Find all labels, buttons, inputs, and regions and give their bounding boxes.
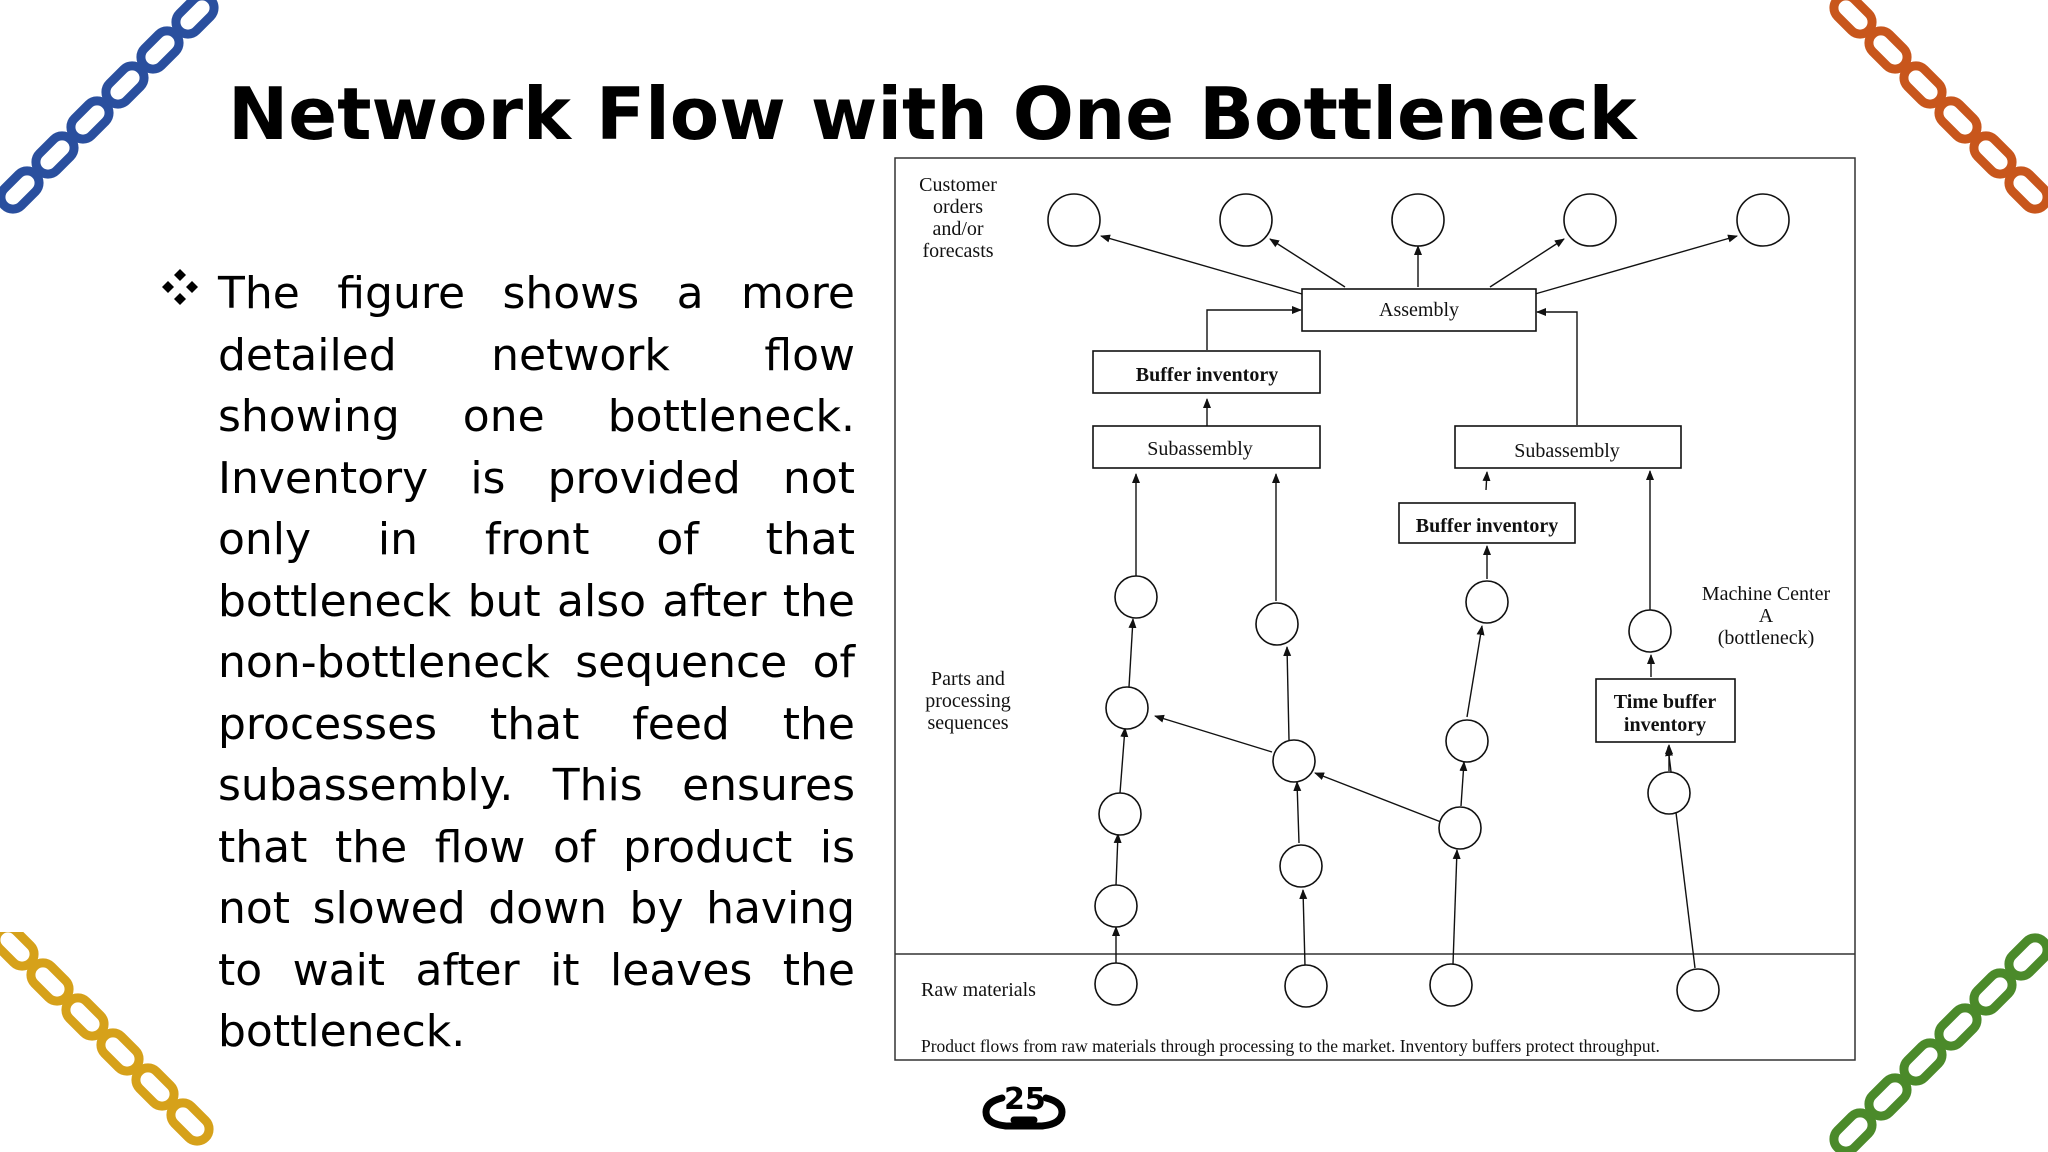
chain-decoration-bottom-right bbox=[1829, 933, 2048, 1152]
raw-material-node bbox=[1676, 968, 1720, 1012]
customer-order-node bbox=[1219, 193, 1273, 247]
slide-title: Network Flow with One Bottleneck bbox=[228, 72, 1637, 156]
buffer-inventory-right-box bbox=[1398, 502, 1576, 544]
customer-label-line: and/or bbox=[932, 218, 983, 240]
raw-material-node bbox=[1429, 963, 1473, 1007]
customer-order-node bbox=[1391, 193, 1445, 247]
parts-label-line: processing bbox=[925, 690, 1011, 712]
parts-label-line: sequences bbox=[927, 712, 1008, 734]
chain-decoration-top-left bbox=[0, 0, 219, 214]
diamond-bullet-icon bbox=[162, 269, 198, 305]
bottleneck-node bbox=[1628, 609, 1672, 653]
customer-order-node bbox=[1047, 193, 1101, 247]
machine-center-label-line: Machine Center bbox=[1702, 583, 1831, 605]
customer-label-line: forecasts bbox=[922, 240, 993, 262]
process-node bbox=[1255, 602, 1299, 646]
figure-caption: Product flows from raw materials through… bbox=[921, 1036, 1660, 1056]
assembly-label: Assembly bbox=[1379, 299, 1459, 321]
buffer-inventory-left-box bbox=[1092, 350, 1321, 394]
process-node bbox=[1465, 580, 1509, 624]
buffer-inventory-left-label: Buffer inventory bbox=[1136, 364, 1278, 386]
customer-label-line: Customer bbox=[919, 174, 997, 196]
time-buffer-label-line: Time buffer bbox=[1614, 691, 1717, 713]
raw-material-node bbox=[1094, 962, 1138, 1006]
chain-decoration-bottom-left bbox=[0, 932, 214, 1146]
time-buffer-box bbox=[1595, 678, 1736, 743]
subassembly-left-box bbox=[1092, 425, 1321, 469]
assembly-box bbox=[1301, 288, 1537, 332]
process-node bbox=[1114, 575, 1158, 619]
process-node bbox=[1098, 792, 1142, 836]
subassembly-right-label: Subassembly bbox=[1514, 440, 1620, 462]
raw-materials-label: Raw materials bbox=[921, 979, 1036, 1001]
subassembly-left-label: Subassembly bbox=[1147, 438, 1253, 460]
machine-center-label-line: (bottleneck) bbox=[1718, 627, 1815, 649]
customer-order-node bbox=[1563, 193, 1617, 247]
customer-label-line: orders bbox=[933, 196, 983, 218]
buffer-inventory-right-label: Buffer inventory bbox=[1416, 515, 1558, 537]
parts-label-line: Parts and bbox=[931, 668, 1005, 690]
chain-decoration-top-right bbox=[1829, 0, 2048, 214]
machine-center-label-line: A bbox=[1759, 605, 1774, 627]
process-node bbox=[1279, 844, 1323, 888]
process-node bbox=[1438, 806, 1482, 850]
process-node bbox=[1445, 719, 1489, 763]
chain-link-icon bbox=[982, 1094, 1066, 1130]
customer-order-node bbox=[1736, 193, 1790, 247]
bullet-block: The figure shows a more detailed network… bbox=[160, 263, 855, 1063]
subassembly-right-box bbox=[1454, 425, 1682, 469]
process-node bbox=[1647, 771, 1691, 815]
process-node bbox=[1272, 739, 1316, 783]
page-number: 25 bbox=[1004, 1082, 1046, 1117]
process-node bbox=[1105, 686, 1149, 730]
time-buffer-label-line: inventory bbox=[1624, 714, 1706, 736]
process-node bbox=[1094, 884, 1138, 928]
bullet-text: The figure shows a more detailed network… bbox=[218, 268, 855, 1057]
raw-material-node bbox=[1284, 964, 1328, 1008]
